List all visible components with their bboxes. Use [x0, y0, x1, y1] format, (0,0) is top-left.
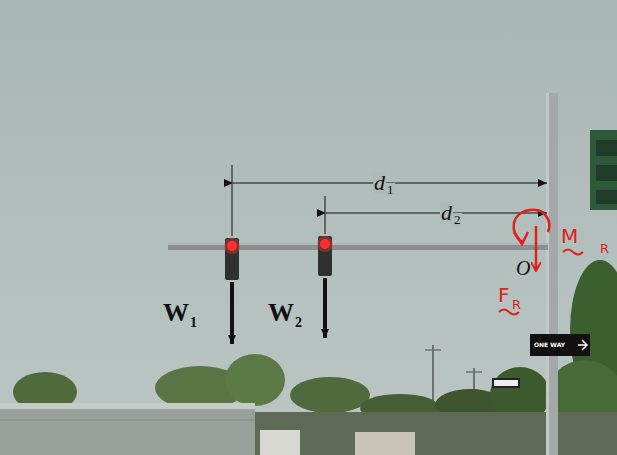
point-label: O — [516, 258, 530, 278]
force-subscript: 2 — [295, 316, 302, 330]
dimension-subscript: 2 — [453, 213, 462, 226]
dimension-label: d — [440, 202, 453, 224]
dimension-label: d — [373, 172, 386, 194]
moment-label: M — [561, 226, 578, 246]
force-label: W — [268, 300, 294, 326]
force-subscript: R — [512, 298, 521, 311]
force-label: W — [163, 300, 189, 326]
force-label: F — [498, 285, 510, 305]
sign-text: ONE WAY — [534, 342, 565, 348]
moment-subscript: R — [600, 242, 609, 255]
force-subscript: 1 — [190, 316, 197, 330]
dimension-subscript: 1 — [386, 183, 395, 196]
